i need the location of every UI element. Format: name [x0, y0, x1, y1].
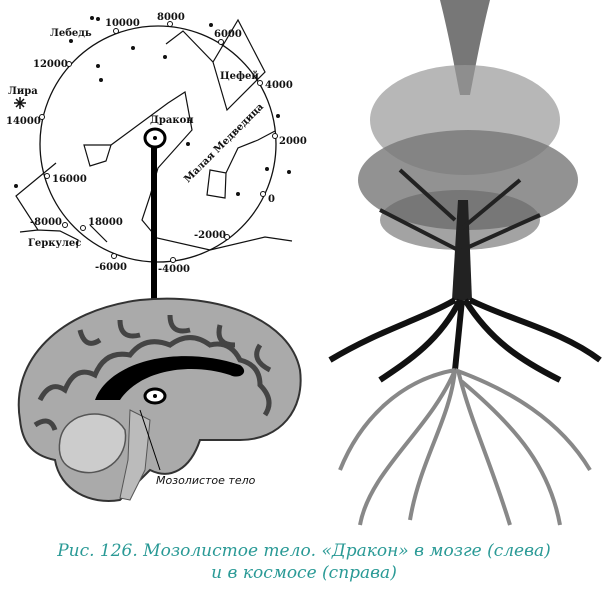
tick-label: -2000 — [194, 230, 226, 241]
tick-label: 14000 — [6, 116, 41, 127]
tick-label: -4000 — [158, 264, 190, 275]
brain-illustration: Мозолистое тело — [17, 297, 302, 502]
tree-illustration — [328, 0, 602, 526]
connecting-pole — [151, 146, 157, 396]
tick-label: 18000 — [88, 217, 123, 228]
constellation-lebed: Лебедь — [50, 28, 92, 39]
constellation-drakon: Дракон — [150, 115, 194, 126]
figure-caption-line2: и в космосе (справа) — [211, 563, 397, 583]
tick-label: 16000 — [52, 174, 87, 185]
constellation-lira: Лира — [8, 86, 38, 97]
tick-label: 10000 — [105, 18, 140, 29]
tick-label: 12000 — [33, 59, 68, 70]
tick-label: 0 — [268, 194, 275, 205]
tick-label: 8000 — [157, 12, 185, 23]
tick-label: 2000 — [279, 136, 307, 147]
star-icon — [14, 97, 26, 109]
constellation-gerkules: Геркулес — [28, 238, 81, 249]
tick-label: 4000 — [265, 80, 293, 91]
brain-label: Мозолистое тело — [156, 474, 256, 487]
tick-label: 6000 — [214, 29, 242, 40]
tick-label: -6000 — [95, 262, 127, 273]
figure-illustration: 10000 8000 6000 4000 2000 0 -2000 -4000 … — [6, 0, 602, 526]
figure-caption-line1: Рис. 126. Мозолистое тело. «Дракон» в мо… — [57, 541, 551, 561]
constellation-cefei: Цефей — [220, 71, 259, 82]
tick-label: -8000 — [30, 217, 62, 228]
